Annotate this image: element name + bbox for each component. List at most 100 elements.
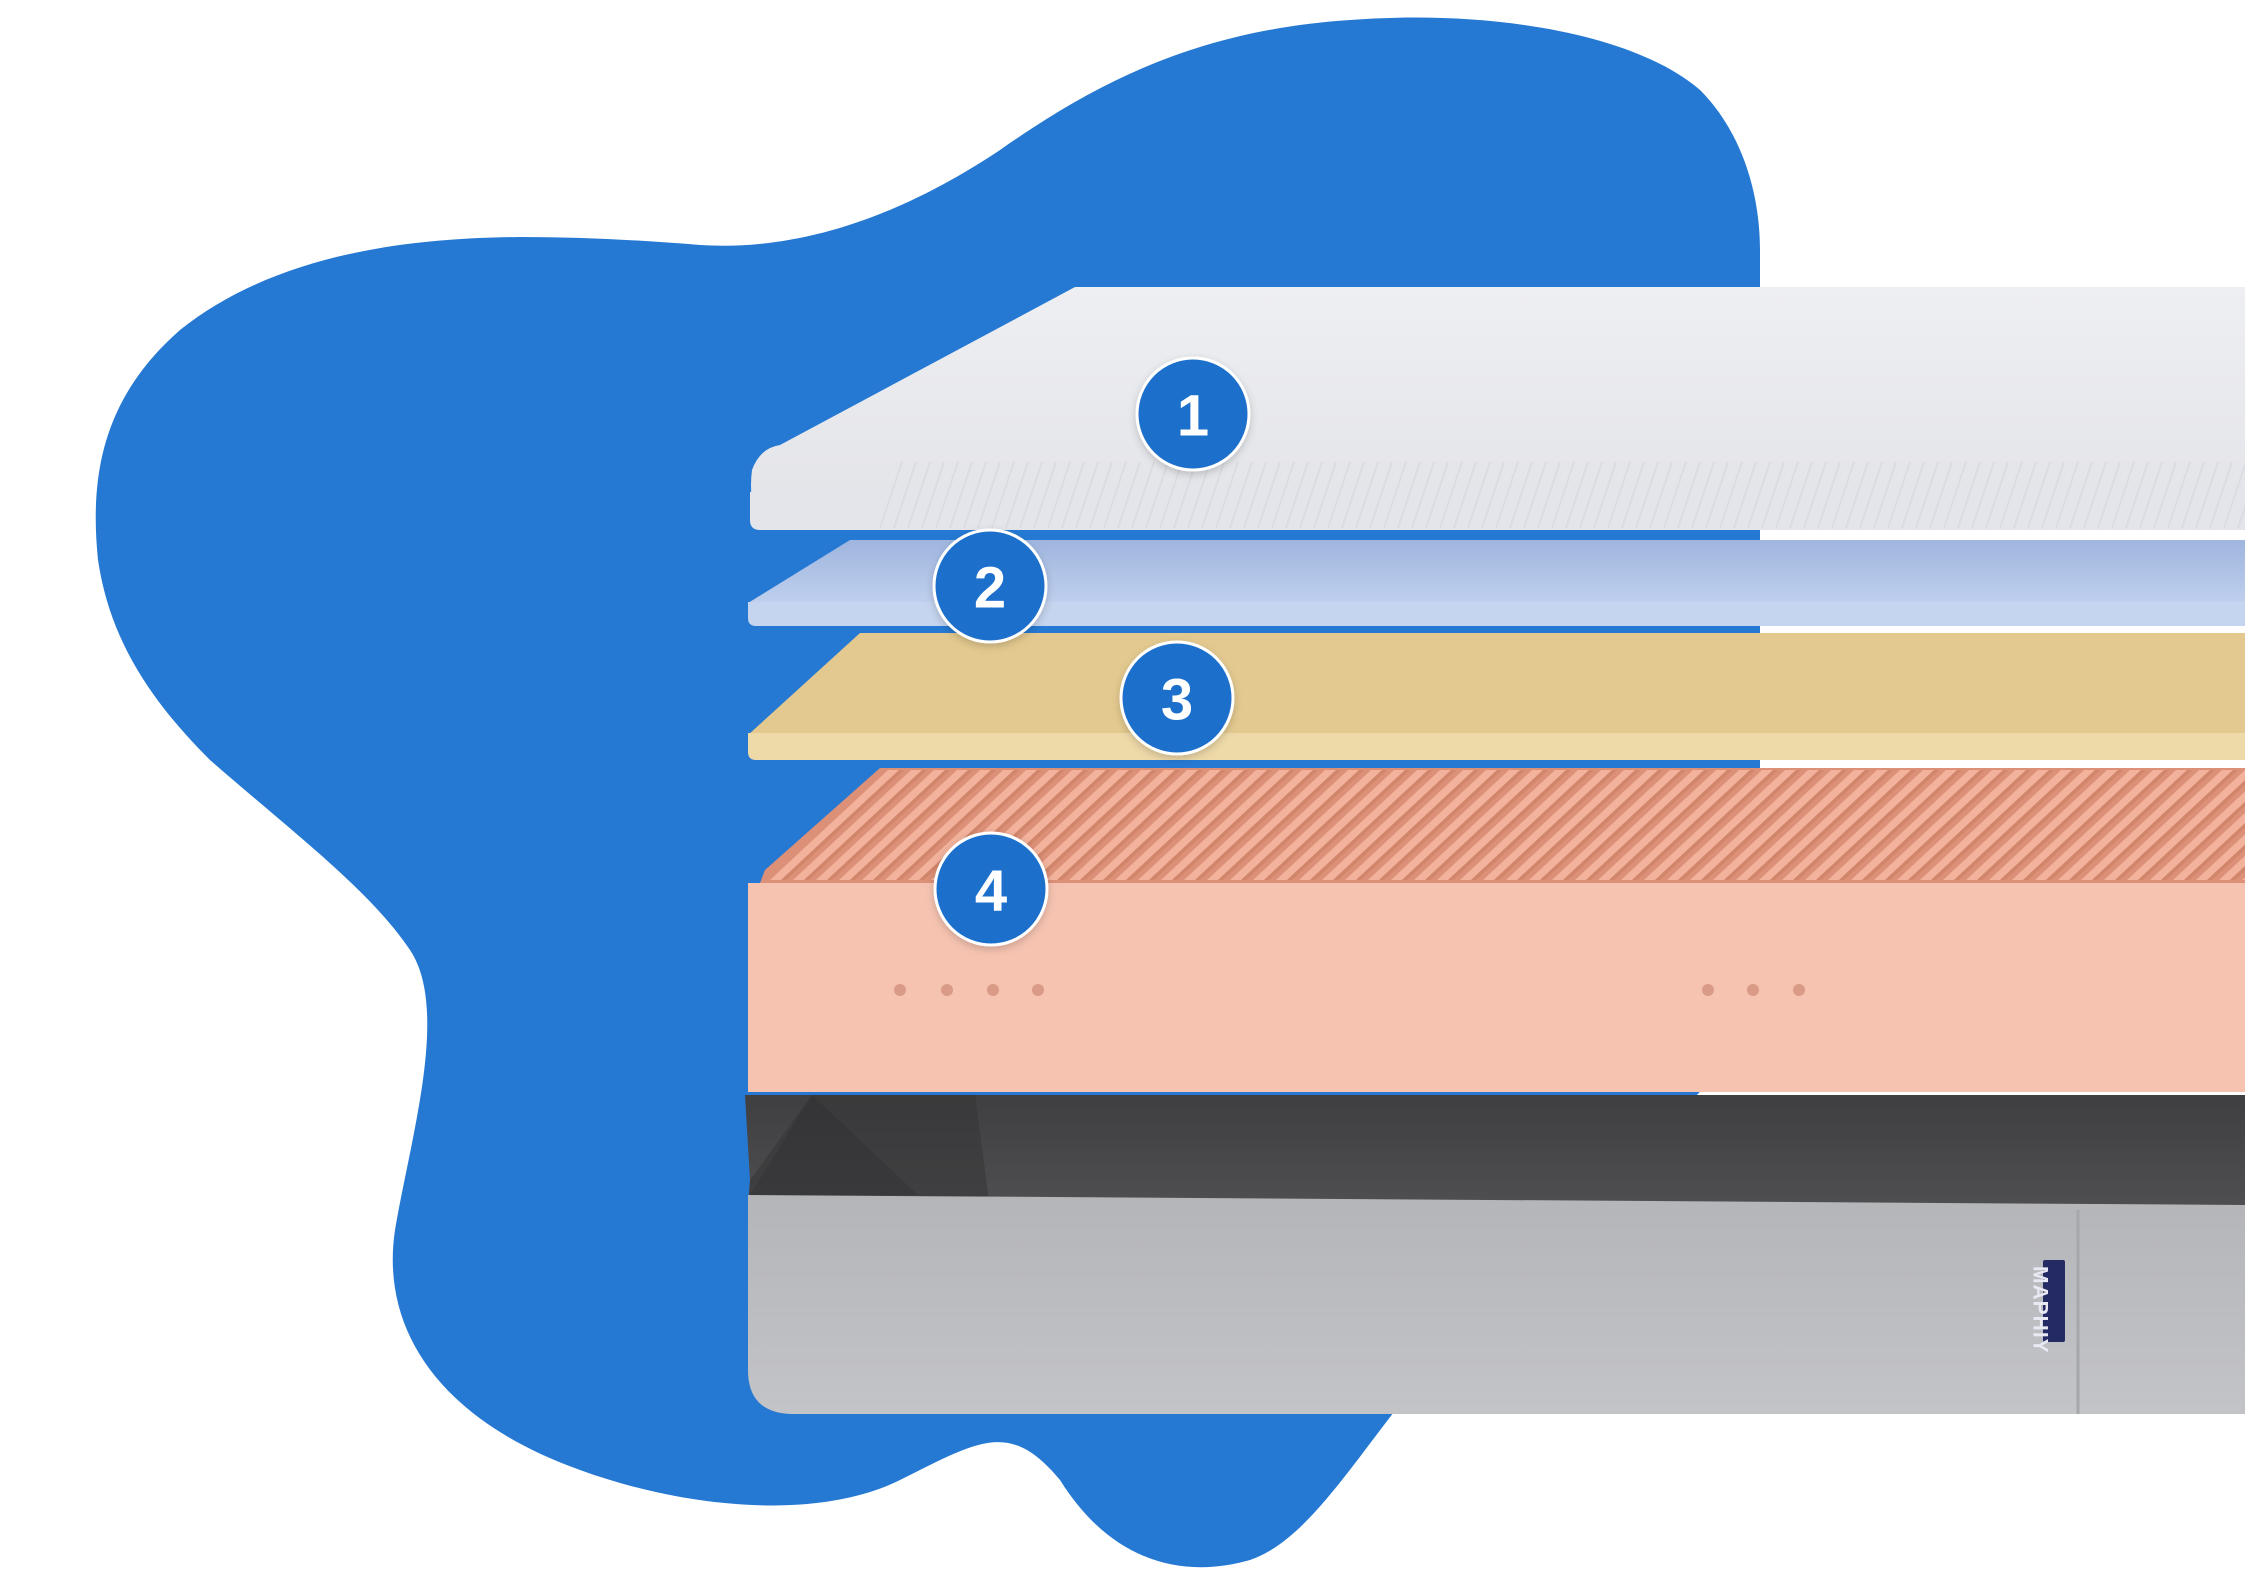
cover-texture-line <box>1411 461 1435 529</box>
foam-ridge-shadow <box>1793 770 1916 880</box>
cover-texture-line <box>2153 461 2177 529</box>
foam-ridge-shadow <box>2069 770 2192 880</box>
cover-texture-line <box>1495 461 1519 529</box>
foam-ridge <box>1575 770 1704 880</box>
cover-texture-line <box>1089 461 1113 529</box>
cover-texture-line <box>935 461 959 529</box>
cover-texture-line <box>1523 461 1547 529</box>
cover-texture-line <box>1677 461 1701 529</box>
foam-ridge <box>1299 770 1428 880</box>
cover-texture-line <box>1663 461 1687 529</box>
cover-texture-line <box>1691 461 1715 529</box>
cover-texture-line <box>1985 461 2009 529</box>
cover-texture-line <box>1509 461 1533 529</box>
cover-texture-line <box>1173 461 1197 529</box>
cover-texture-line <box>1341 461 1365 529</box>
cover-texture-line <box>893 461 917 529</box>
cover-texture-line <box>2111 461 2135 529</box>
cover-texture-line <box>1215 461 1239 529</box>
foam-ridge-shadow <box>1563 770 1686 880</box>
foam-ridge-shadow <box>2000 770 2123 880</box>
foam-dot <box>987 984 999 996</box>
cover-texture-line <box>1929 461 1953 529</box>
base-side <box>748 1195 2245 1414</box>
foam-ridge-shadow <box>1425 770 1548 880</box>
foam-dot <box>1747 984 1759 996</box>
foam-ridge-shadow <box>1448 770 1571 880</box>
cover-texture-line <box>1635 461 1659 529</box>
cover-texture-line <box>1859 461 1883 529</box>
comfort-foam-side <box>748 733 2245 760</box>
support-foam-dots <box>894 984 1805 996</box>
foam-ridge-shadow <box>1678 770 1801 880</box>
cover-texture-line <box>1369 461 1393 529</box>
foam-ridge <box>793 770 922 880</box>
cover-texture-line <box>949 461 973 529</box>
foam-ridge <box>1759 770 1888 880</box>
foam-ridge-shadow <box>873 770 996 880</box>
cover-texture-line <box>1229 461 1253 529</box>
brand-label <box>2043 1260 2065 1342</box>
cover-texture-line <box>1775 461 1799 529</box>
gel-foam-top <box>748 540 2245 603</box>
foam-ridge-shadow <box>1287 770 1410 880</box>
foam-ridge-shadow <box>2207 844 2245 880</box>
foam-ridge-shadow <box>2092 770 2215 880</box>
foam-ridge <box>2012 770 2141 880</box>
foam-ridge-shadow <box>1655 770 1778 880</box>
cover-texture-line <box>1593 461 1617 529</box>
cover-texture-line <box>977 461 1001 529</box>
comfort-foam-top <box>748 633 2245 735</box>
foam-dot <box>1702 984 1714 996</box>
foam-dot <box>894 984 906 996</box>
cover-texture-line <box>1243 461 1267 529</box>
support-foam-layer <box>748 768 2245 1092</box>
foam-ridge-shadow <box>1379 770 1502 880</box>
foam-ridge <box>1506 770 1635 880</box>
foam-ridge <box>1920 770 2049 880</box>
cover-texture-line <box>1873 461 1897 529</box>
cover-texture-line <box>1187 461 1211 529</box>
foam-ridge <box>1368 770 1497 880</box>
layer-4-badge[interactable]: 4 <box>933 831 1049 947</box>
foam-ridge <box>1621 770 1750 880</box>
cover-texture-line <box>1397 461 1421 529</box>
foam-ridge-shadow <box>1609 770 1732 880</box>
cover-texture-line <box>1705 461 1729 529</box>
cover-texture-line <box>1117 461 1141 529</box>
layer-1-badge[interactable]: 1 <box>1135 356 1251 472</box>
layer-3-badge[interactable]: 3 <box>1119 640 1235 756</box>
foam-ridge <box>2242 877 2245 880</box>
foam-ridge <box>2104 770 2233 880</box>
cover-texture-line <box>2069 461 2093 529</box>
cover-texture-line <box>1439 461 1463 529</box>
cover-texture-line <box>1159 461 1183 529</box>
cover-texture <box>879 461 2245 529</box>
foam-ridge <box>1069 770 1198 880</box>
cover-texture-line <box>1845 461 1869 529</box>
foam-ridge-shadow <box>1908 770 2031 880</box>
foam-ridge <box>1943 770 2072 880</box>
foam-dot <box>1032 984 1044 996</box>
cover-texture-line <box>2055 461 2079 529</box>
foam-ridge-shadow <box>1402 770 1525 880</box>
cover-texture-line <box>1355 461 1379 529</box>
layer-2-badge[interactable]: 2 <box>932 528 1048 644</box>
foam-ridge-shadow <box>781 770 904 880</box>
foam-ridge-shadow <box>1333 770 1456 880</box>
foam-ridge <box>2081 770 2210 880</box>
comfort-foam-layer <box>748 633 2245 760</box>
foam-ridge <box>1023 770 1152 880</box>
cover-texture-line <box>879 461 903 529</box>
foam-ridge <box>2058 770 2187 880</box>
base-top-bevel <box>750 1095 918 1195</box>
foam-ridge <box>1207 770 1336 880</box>
foam-ridge <box>1897 770 2026 880</box>
foam-ridge <box>1276 770 1405 880</box>
cover-texture-line <box>1803 461 1827 529</box>
foam-ridge <box>1713 770 1842 880</box>
badge-number: 1 <box>1177 384 1209 449</box>
foam-ridge-shadow <box>804 770 927 880</box>
foam-ridge <box>1184 770 1313 880</box>
foam-ridge-shadow <box>1586 770 1709 880</box>
